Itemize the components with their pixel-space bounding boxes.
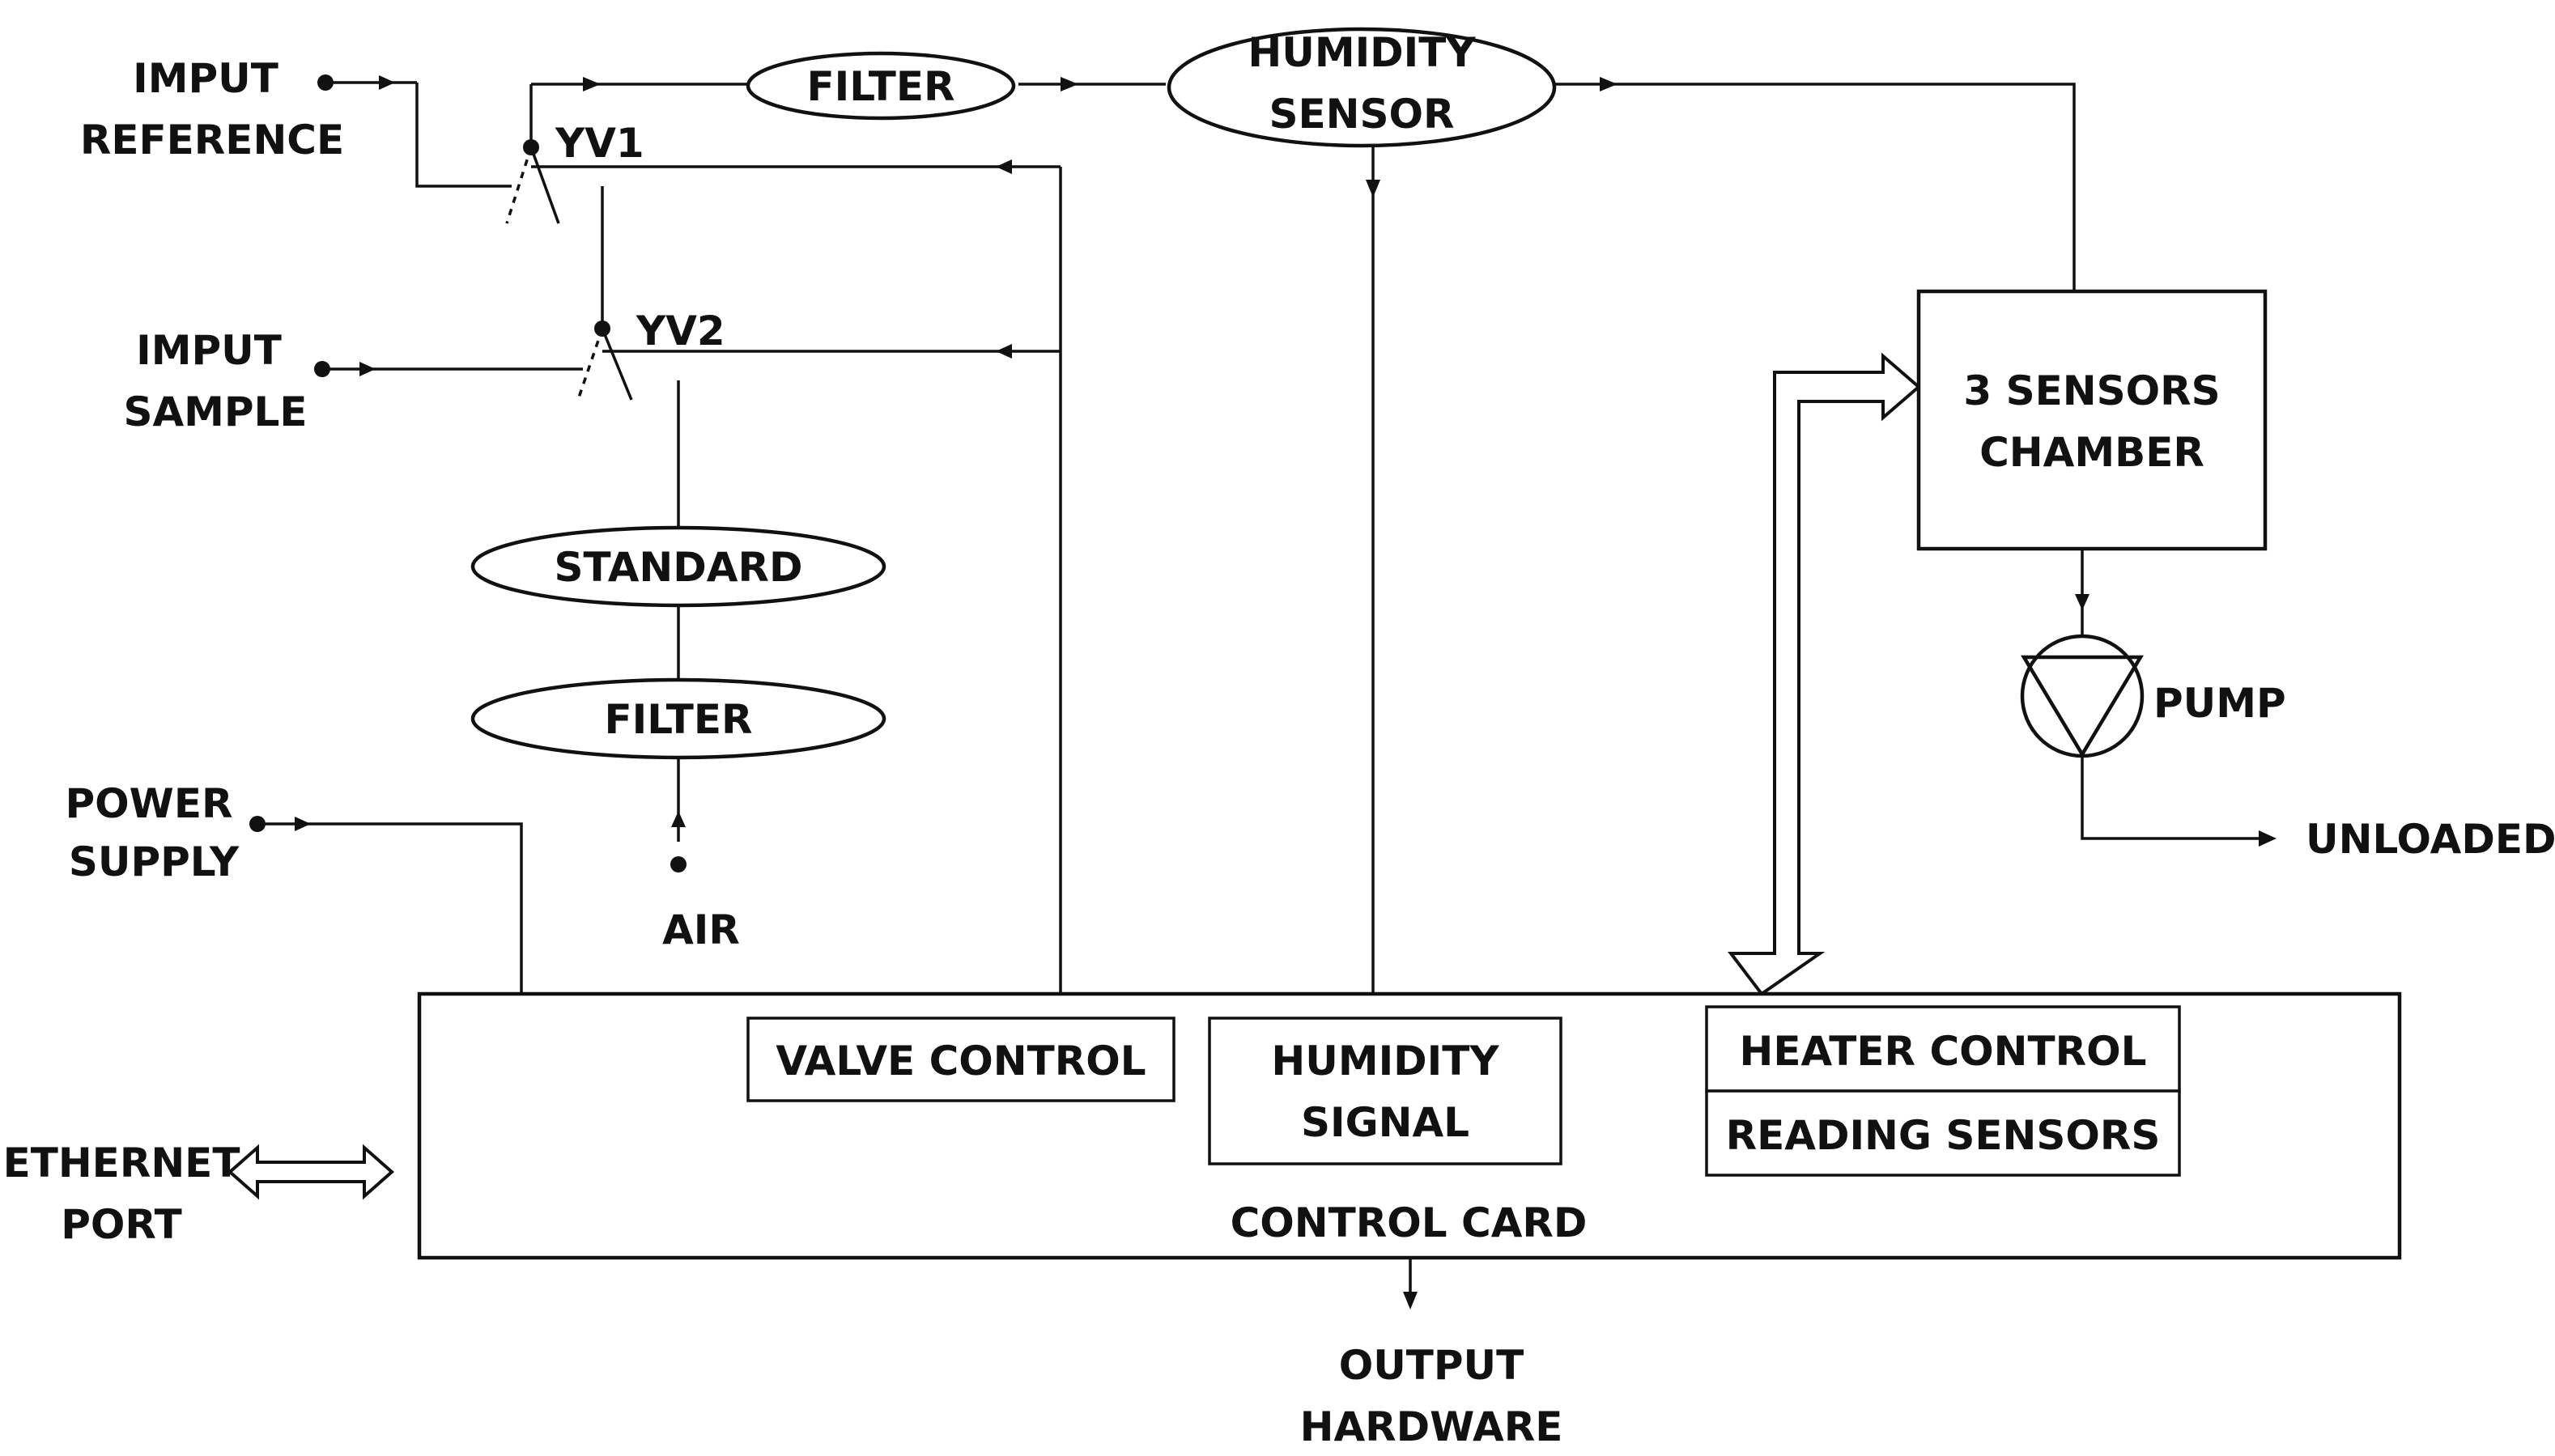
- reading-sensors-label: READING SENSORS: [1726, 1112, 2161, 1159]
- chamber-label-1: 3 SENSORS: [1963, 367, 2220, 414]
- output-label-1: OUTPUT: [1339, 1342, 1524, 1389]
- input-reference-label-2: REFERENCE: [80, 117, 344, 163]
- power-supply-line: [249, 816, 523, 994]
- standard: STANDARD: [470, 525, 886, 608]
- humidity-signal-box: [1208, 1017, 1562, 1165]
- power-supply-label-1: POWER: [66, 780, 233, 827]
- filter-top-label: FILTER: [806, 63, 954, 110]
- air-label: AIR: [662, 906, 740, 953]
- chamber-label-2: CHAMBER: [1979, 429, 2204, 476]
- valve-yv2: [576, 320, 1061, 526]
- standard-label: STANDARD: [555, 544, 803, 591]
- sensors-chamber: 3 SENSORS CHAMBER: [1916, 289, 2268, 551]
- humidity-sensor-label-1: HUMIDITY: [1248, 29, 1476, 76]
- ethernet-label-1: ETHERNET: [3, 1140, 240, 1186]
- humidity-sensor-label-2: SENSOR: [1269, 91, 1454, 138]
- pump-flow: [2075, 550, 2277, 847]
- yv1-label: YV1: [555, 120, 644, 167]
- input-reference-label-1: IMPUT: [133, 55, 278, 102]
- reading-sensors-box: [1705, 1089, 2181, 1177]
- humidity-signal-label-2: SIGNAL: [1301, 1099, 1469, 1146]
- ethernet-label-2: PORT: [61, 1201, 182, 1248]
- control-card: VALVE CONTROL HUMIDITY SIGNAL HEATER CON…: [417, 991, 2402, 1260]
- valve-control-label: VALVE CONTROL: [776, 1038, 1146, 1085]
- filter-bottom: FILTER: [470, 677, 886, 760]
- heater-control-label: HEATER CONTROL: [1739, 1028, 2146, 1075]
- air-terminal: [670, 856, 687, 872]
- filter-top: FILTER: [746, 51, 1016, 121]
- pump-symbol: [2020, 634, 2145, 758]
- control-card-label: CONTROL CARD: [1231, 1199, 1588, 1246]
- heater-chamber-bus-arrow: [1727, 352, 1922, 996]
- filter-bottom-label: FILTER: [604, 696, 752, 743]
- top-flow-lines: [1018, 77, 2076, 994]
- ethernet-double-arrow: [227, 1144, 395, 1200]
- input-sample-line: [314, 186, 604, 377]
- input-sample-label-1: IMPUT: [136, 327, 282, 374]
- input-sample-label-2: SAMPLE: [123, 388, 307, 435]
- output-label-2: HARDWARE: [1300, 1403, 1563, 1450]
- humidity-sensor: HUMIDITY SENSOR: [1167, 27, 1557, 148]
- output-arrow: [1403, 1259, 1418, 1310]
- pump-label: PUMP: [2153, 680, 2286, 727]
- air-chain: [670, 605, 687, 872]
- input-reference-line: [317, 74, 512, 188]
- yv2-label: YV2: [636, 308, 725, 354]
- power-supply-label-2: SUPPLY: [69, 838, 240, 885]
- humidity-signal-label-1: HUMIDITY: [1271, 1038, 1499, 1085]
- valve-yv1: [505, 77, 1061, 224]
- valve-control-box: [746, 1017, 1175, 1102]
- unloaded-label: UNLOADED: [2306, 816, 2555, 863]
